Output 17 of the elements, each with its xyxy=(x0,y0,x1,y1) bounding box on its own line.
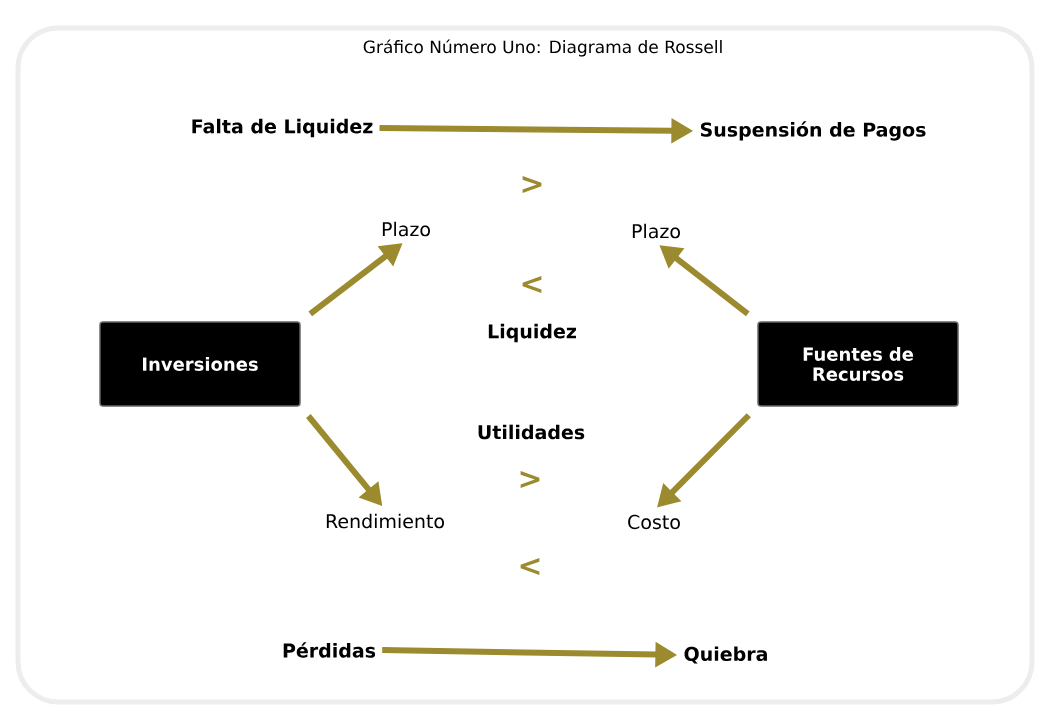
concept-label: Liquidez xyxy=(488,323,576,343)
node-label: Pérdidas xyxy=(283,642,376,658)
node-label: Costo xyxy=(628,514,680,530)
comparison-sign: < xyxy=(522,276,542,294)
concept-label: Utilidades xyxy=(478,424,585,440)
comparison-sign: > xyxy=(522,176,542,194)
node-label: Rendimiento xyxy=(326,513,444,529)
comparison-sign: < xyxy=(520,558,540,576)
node-label: Quiebra xyxy=(684,646,767,664)
node-label: Plazo xyxy=(632,223,680,239)
process-box: Fuentes de Recursos xyxy=(757,321,959,407)
title: Gráfico Número Uno: Diagrama de Rossell xyxy=(363,39,722,57)
node-label: Suspensión de Pagos xyxy=(700,121,926,141)
node-label: Falta de Liquidez xyxy=(192,118,373,138)
process-box: Inversiones xyxy=(99,321,301,407)
node-label: Plazo xyxy=(382,221,430,237)
comparison-sign: > xyxy=(520,471,540,489)
